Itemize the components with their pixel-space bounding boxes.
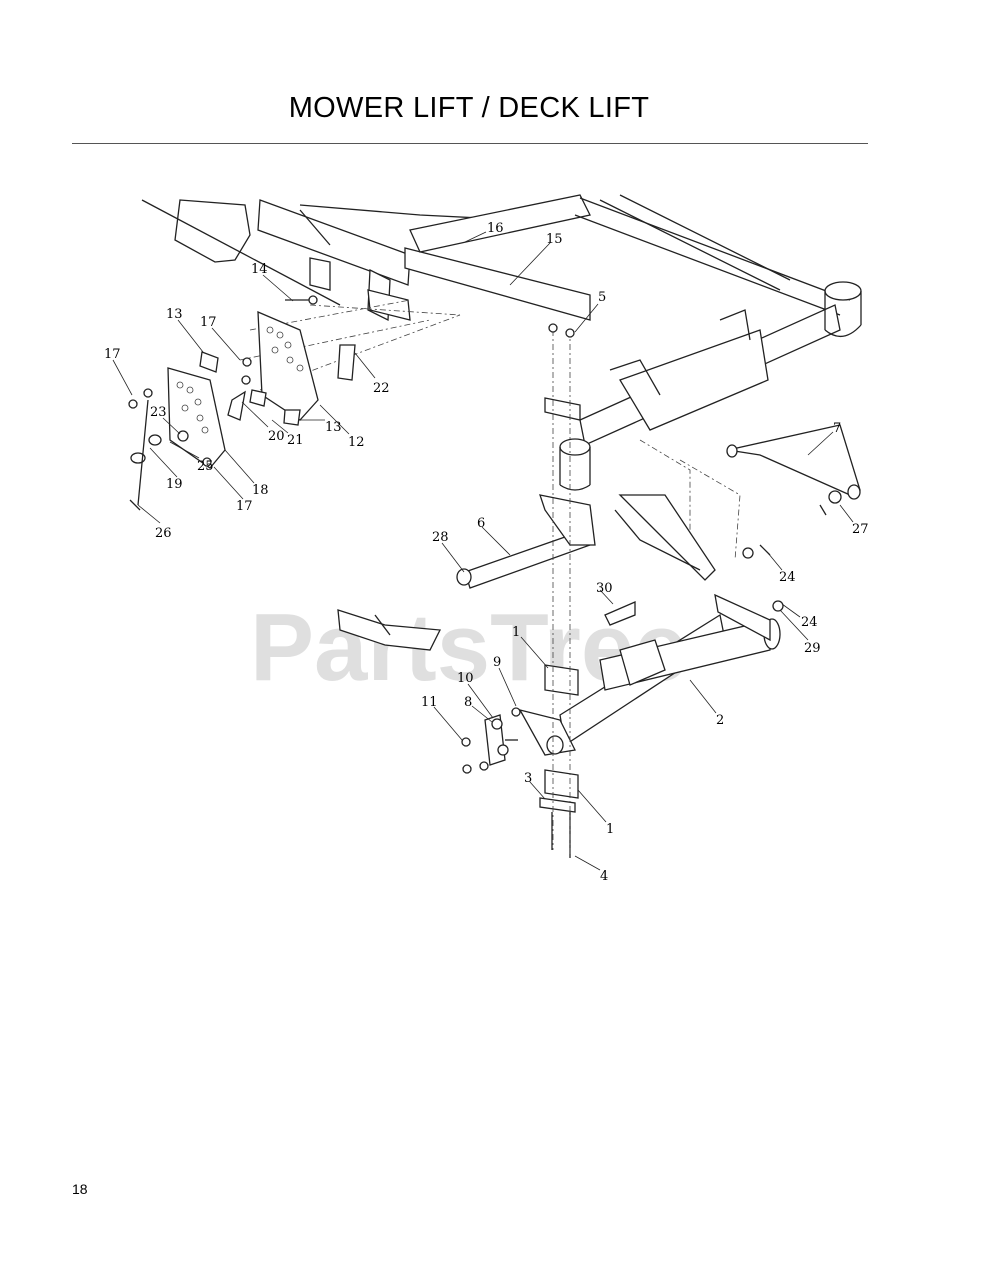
callout-label: 21: [287, 433, 304, 448]
callout-label: 19: [166, 477, 183, 492]
callout-label: 12: [348, 435, 365, 450]
callout-label: 9: [493, 655, 501, 670]
callout-label: 14: [251, 262, 268, 277]
page-title: MOWER LIFT / DECK LIFT: [288, 92, 650, 124]
callout-label: 30: [596, 581, 613, 596]
callout-label: 26: [155, 526, 172, 541]
callout-label: 11: [421, 695, 438, 710]
lift-plate-assembly: [128, 295, 356, 511]
callout-label: 10: [457, 671, 474, 686]
callout-label: 17: [236, 499, 253, 514]
callout-label: 1: [512, 625, 520, 640]
callout-label: 17: [104, 347, 121, 362]
callout-label: 3: [524, 771, 532, 786]
callout-label: 29: [804, 641, 821, 656]
callout-label: 27: [852, 522, 869, 537]
callout-label: 13: [166, 307, 183, 322]
callout-label: 8: [464, 695, 472, 710]
callout-label: 18: [252, 483, 269, 498]
callout-label: 25: [197, 459, 214, 474]
callout-label: 7: [833, 421, 841, 436]
page-number: 18: [72, 1181, 88, 1197]
mower-frame: [141, 194, 862, 561]
callout-label: 1: [606, 822, 614, 837]
deck-lift-arm-assembly: [337, 323, 861, 858]
callout-label: 24: [801, 615, 818, 630]
callout-label: 6: [477, 516, 485, 531]
callout-labels: 16 15 14 5 13 17 17 22 23 12 13 21 20 19…: [104, 221, 869, 884]
callout-label: 13: [325, 420, 342, 435]
callout-label: 5: [598, 290, 606, 305]
callout-label: 4: [600, 869, 608, 884]
title-rule: [72, 143, 868, 144]
leader-lines: [112, 231, 854, 871]
callout-label: 20: [268, 429, 285, 444]
callout-label: 24: [779, 570, 796, 585]
callout-label: 2: [716, 713, 724, 728]
callout-label: 15: [546, 232, 563, 247]
callout-label: 17: [200, 315, 217, 330]
callout-label: 16: [487, 221, 504, 236]
callout-label: 23: [150, 405, 167, 420]
callout-label: 22: [373, 381, 390, 396]
callout-label: 28: [432, 530, 449, 545]
